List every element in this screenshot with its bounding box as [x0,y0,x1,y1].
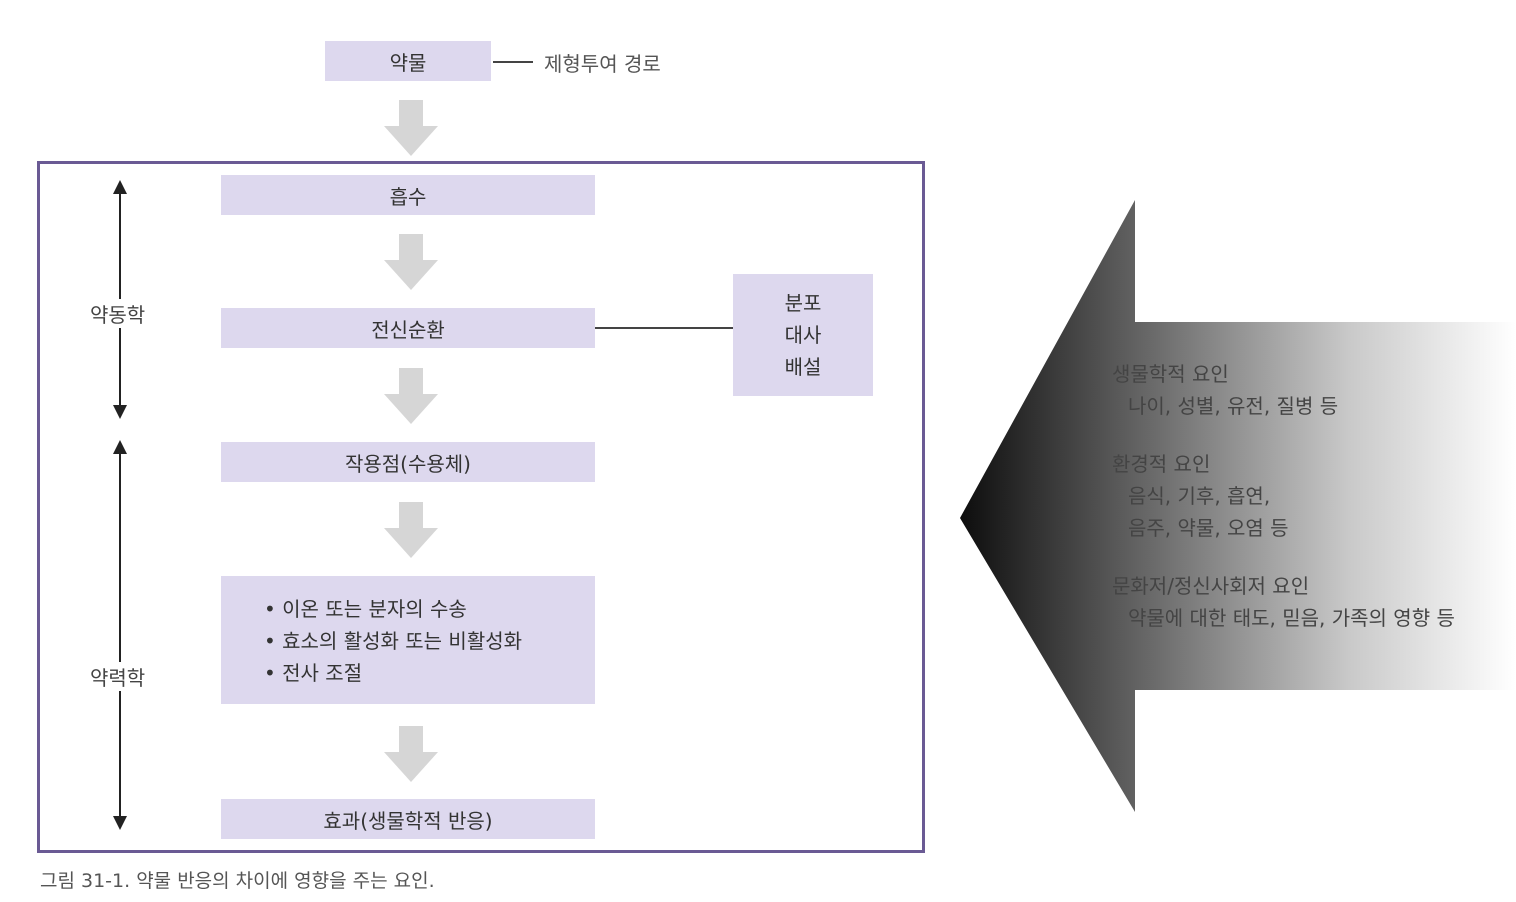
side-connector [595,327,734,329]
factor-group: 문화저/정신사회저 요인 약물에 대한 태도, 믿음, 가족의 영향 등 [1112,570,1455,634]
factor-title: 생물학적 요인 [1112,362,1229,386]
adme-item: 분포 [784,291,822,315]
site-box: 작용점(수용체) [221,442,595,482]
mechanism-list: • 이온 또는 분자의 수송 • 효소의 활성화 또는 비활성화 • 전사 조절 [264,593,522,689]
down-arrow-icon [384,368,438,424]
process-frame [37,161,925,853]
factor-detail: 나이, 성별, 유전, 질병 등 [1128,394,1339,418]
factor-group: 환경적 요인 음식, 기후, 흡연, 음주, 약물, 오염 등 [1112,448,1455,544]
adme-box: 분포 대사 배설 [733,274,873,396]
factor-list: 생물학적 요인 나이, 성별, 유전, 질병 등 환경적 요인 음식, 기후, … [1112,358,1455,660]
drug-box: 약물 [325,41,491,81]
pd-label: 약력학 [86,662,150,691]
mechanism-item: • 이온 또는 분자의 수송 [264,597,467,621]
factor-detail: 음주, 약물, 오염 등 [1128,516,1289,540]
drug-label: 약물 [389,50,427,75]
adme-item: 대사 [784,323,822,347]
factor-title: 문화저/정신사회저 요인 [1112,574,1310,598]
axis-arrowhead-down [113,816,127,830]
down-arrow-icon [384,726,438,782]
pd-axis-line [119,452,121,818]
circulation-label: 전신순환 [371,317,445,342]
down-arrow-icon [384,502,438,558]
pk-label: 약동학 [86,299,150,328]
influence-arrow [960,200,1516,812]
adme-item: 배설 [784,355,822,379]
figure-caption: 그림 31-1. 약물 반응의 차이에 영향을 주는 요인. [40,870,435,892]
effect-box: 효과(생물학적 반응) [221,799,595,839]
effect-label: 효과(생물학적 반응) [323,808,493,833]
down-arrow-icon [384,100,438,156]
absorption-label: 흡수 [389,184,427,209]
mechanism-item: • 효소의 활성화 또는 비활성화 [264,629,523,653]
factor-group: 생물학적 요인 나이, 성별, 유전, 질병 등 [1112,358,1455,422]
mechanism-box [221,576,595,704]
circulation-box: 전신순환 [221,308,595,348]
factor-detail: 약물에 대한 태도, 믿음, 가족의 영향 등 [1128,606,1455,630]
axis-arrowhead-down [113,405,127,419]
mechanism-item: • 전사 조절 [264,661,363,685]
route-connector [493,61,533,63]
site-label: 작용점(수용체) [344,451,471,476]
axis-arrowhead-up [113,440,127,454]
route-label: 제형투여 경로 [544,52,661,76]
absorption-box: 흡수 [221,175,595,215]
down-arrow-icon [384,234,438,290]
axis-arrowhead-up [113,180,127,194]
factor-title: 환경적 요인 [1112,452,1211,476]
factor-detail: 음식, 기후, 흡연, [1128,484,1271,508]
